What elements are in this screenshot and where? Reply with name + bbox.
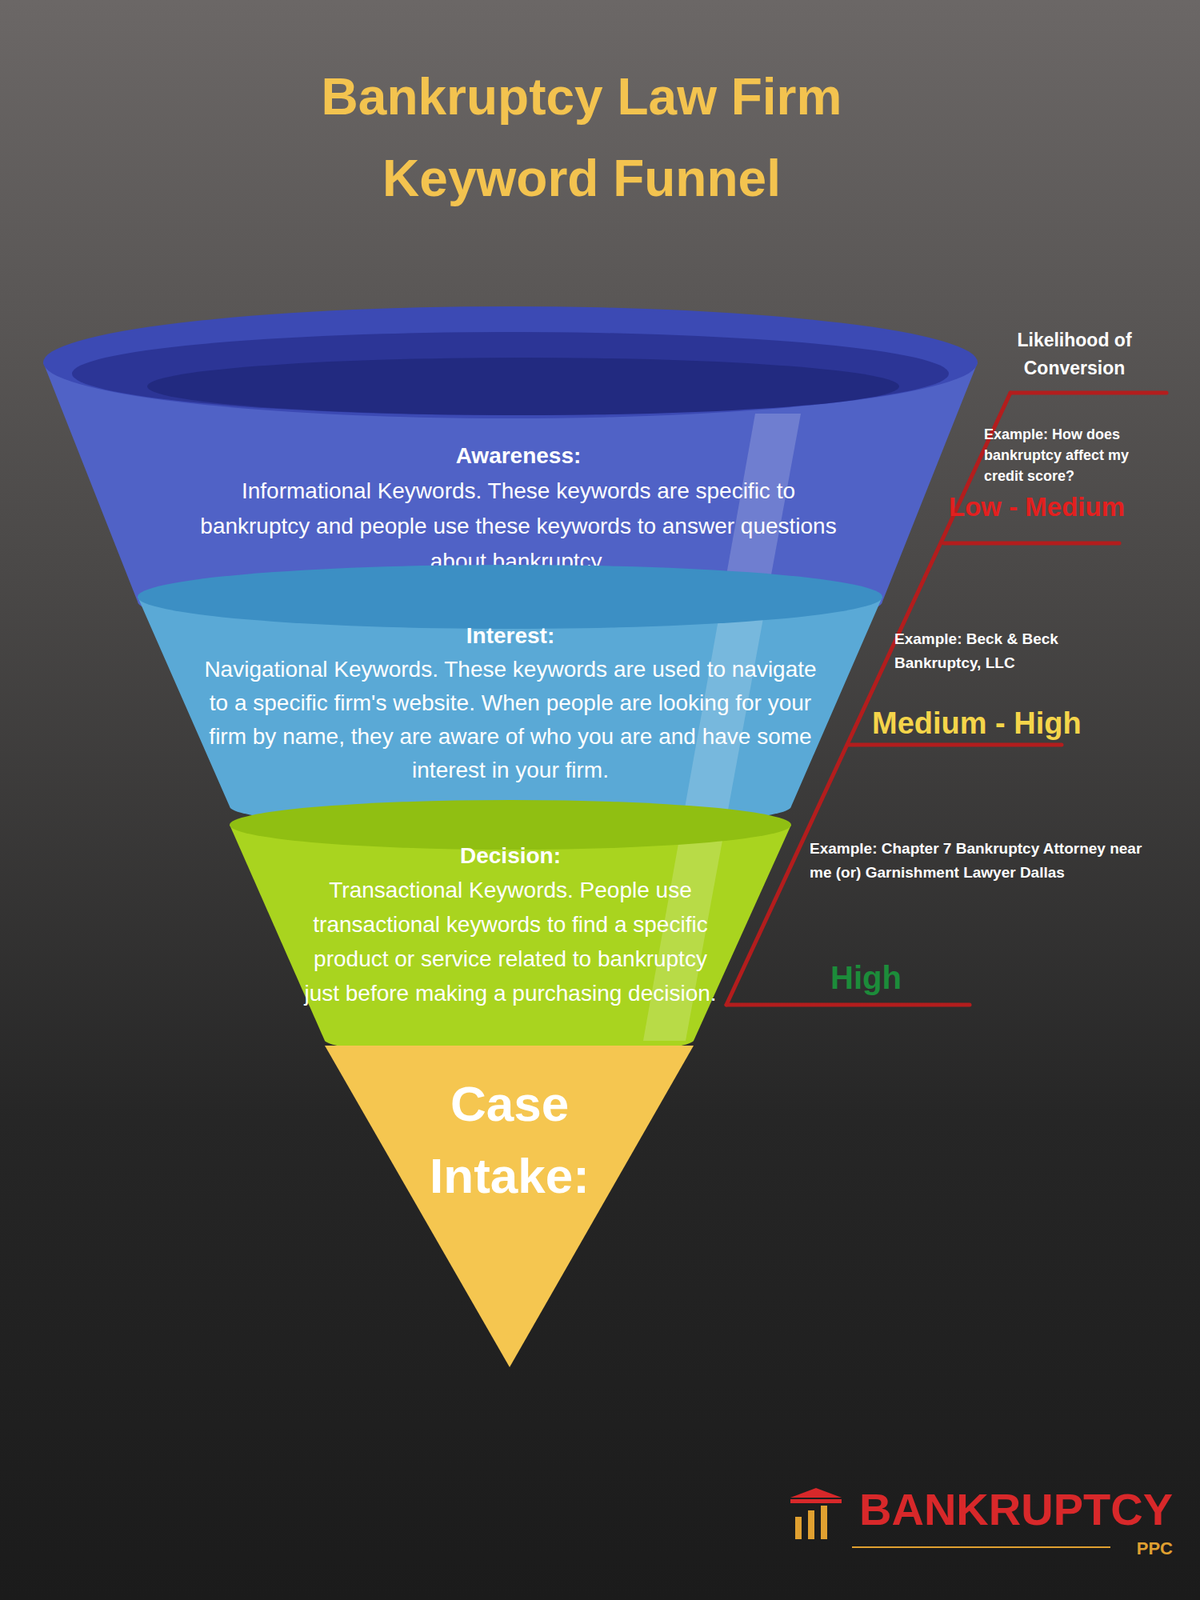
node-text: Interest:Navigational Keywords. These ke… — [202, 619, 819, 788]
example-note: Example: Beck & Beck Bankruptcy, LLC — [894, 627, 1135, 676]
bracket-tick — [847, 743, 1062, 748]
node-text: Awareness:Informational Keywords. These … — [186, 438, 851, 580]
stage-heading: Decision: — [298, 838, 723, 873]
bracket-tick — [1010, 391, 1167, 396]
stage-description: Informational Keywords. These keywords a… — [186, 473, 851, 580]
conversion-level: Medium - High — [872, 706, 1160, 740]
bracket-tick — [726, 1003, 970, 1008]
example-note: Example: How does bankruptcy affect my c… — [984, 424, 1167, 487]
logo-subtitle: PPC — [1112, 1537, 1173, 1560]
example-note: Example: Chapter 7 Bankruptcy Attorney n… — [809, 836, 1146, 885]
conversion-level: Low - Medium — [948, 491, 1189, 524]
title: Bankruptcy Law Firm Keyword Funnel — [237, 56, 926, 220]
node-text: Decision:Transactional Keywords. People … — [298, 838, 723, 1011]
axis-label: Likelihood of Conversion — [982, 326, 1167, 383]
stage-description: Transactional Keywords. People use trans… — [298, 872, 723, 1011]
logo-pillar-icon — [790, 1488, 842, 1540]
bracket-tick — [944, 541, 1120, 546]
decision-band: Decision:Transactional Keywords. People … — [229, 800, 792, 1059]
stage-heading: Case Intake: — [397, 1068, 622, 1212]
stage-heading: Interest: — [202, 619, 819, 653]
logo-underline — [852, 1546, 1111, 1548]
stage-heading: Awareness: — [186, 438, 851, 474]
node-text: Case Intake: — [397, 1068, 622, 1212]
conversion-level: High — [830, 959, 991, 996]
case-intake-triangle: Case Intake: — [324, 1040, 694, 1368]
logo-wordmark: BANKRUPTCY — [848, 1484, 1173, 1535]
stage-description: Navigational Keywords. These keywords ar… — [202, 652, 819, 788]
interest-band: Interest:Navigational Keywords. These ke… — [137, 564, 883, 831]
